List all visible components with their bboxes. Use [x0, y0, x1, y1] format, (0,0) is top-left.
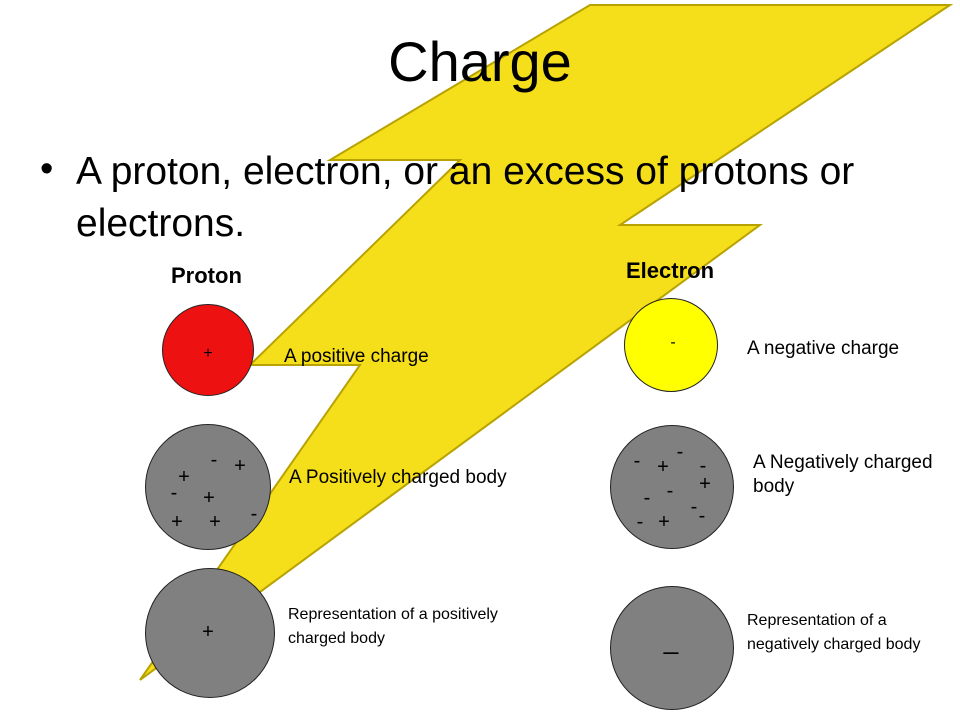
- slide-title: Charge: [388, 30, 572, 93]
- negative-body-sign: -: [643, 487, 651, 509]
- proton-circle: [162, 304, 254, 396]
- positive-body-sign: +: [171, 511, 183, 533]
- electron-sign: -: [670, 334, 676, 351]
- positive-body-sign: +: [203, 487, 215, 509]
- positive-body-circle: [145, 424, 271, 550]
- bullet-dot: •: [40, 148, 54, 190]
- negative-body-sign: +: [657, 456, 669, 478]
- negative-body-sign: -: [698, 505, 706, 527]
- negative-body-label: A Negatively charged body: [753, 452, 933, 497]
- negative-representation-circle: [610, 586, 734, 710]
- positive-body-sign: -: [170, 482, 178, 504]
- proton-heading: Proton: [171, 263, 242, 288]
- bullet-text: A proton, electron, or an excess of prot…: [76, 150, 855, 245]
- positive-body-sign: +: [209, 511, 221, 533]
- positive-representation-circle: [145, 568, 275, 698]
- negative-body-sign: -: [633, 450, 641, 472]
- negative-body-sign: -: [699, 455, 707, 477]
- proton-sign: +: [203, 345, 213, 362]
- positive-body-label: A Positively charged body: [289, 467, 507, 488]
- positive-body-sign: +: [234, 455, 246, 477]
- positive-body-sign: -: [210, 449, 218, 471]
- positive-representation-label: Representation of a positively charged b…: [288, 606, 498, 647]
- negative-body-sign: +: [658, 511, 670, 533]
- negative-body-circle: [610, 425, 734, 549]
- electron-label: A negative charge: [747, 338, 900, 359]
- negative-body-sign: +: [699, 473, 711, 495]
- positive-representation-sign: +: [202, 621, 214, 643]
- positive-body-sign: +: [178, 466, 190, 488]
- positive-body-sign: -: [250, 503, 258, 525]
- negative-body-sign: -: [666, 480, 674, 502]
- electron-heading: Electron: [626, 258, 715, 283]
- negative-body-sign: -: [690, 496, 698, 518]
- electron-circle: [624, 298, 718, 392]
- negative-representation-label: Representation of a negatively charged b…: [747, 612, 921, 653]
- negative-body-sign: -: [676, 441, 684, 463]
- negative-body-sign: -: [636, 511, 644, 533]
- proton-label: A positive charge: [284, 346, 429, 367]
- negative-representation-sign: _: [663, 625, 679, 655]
